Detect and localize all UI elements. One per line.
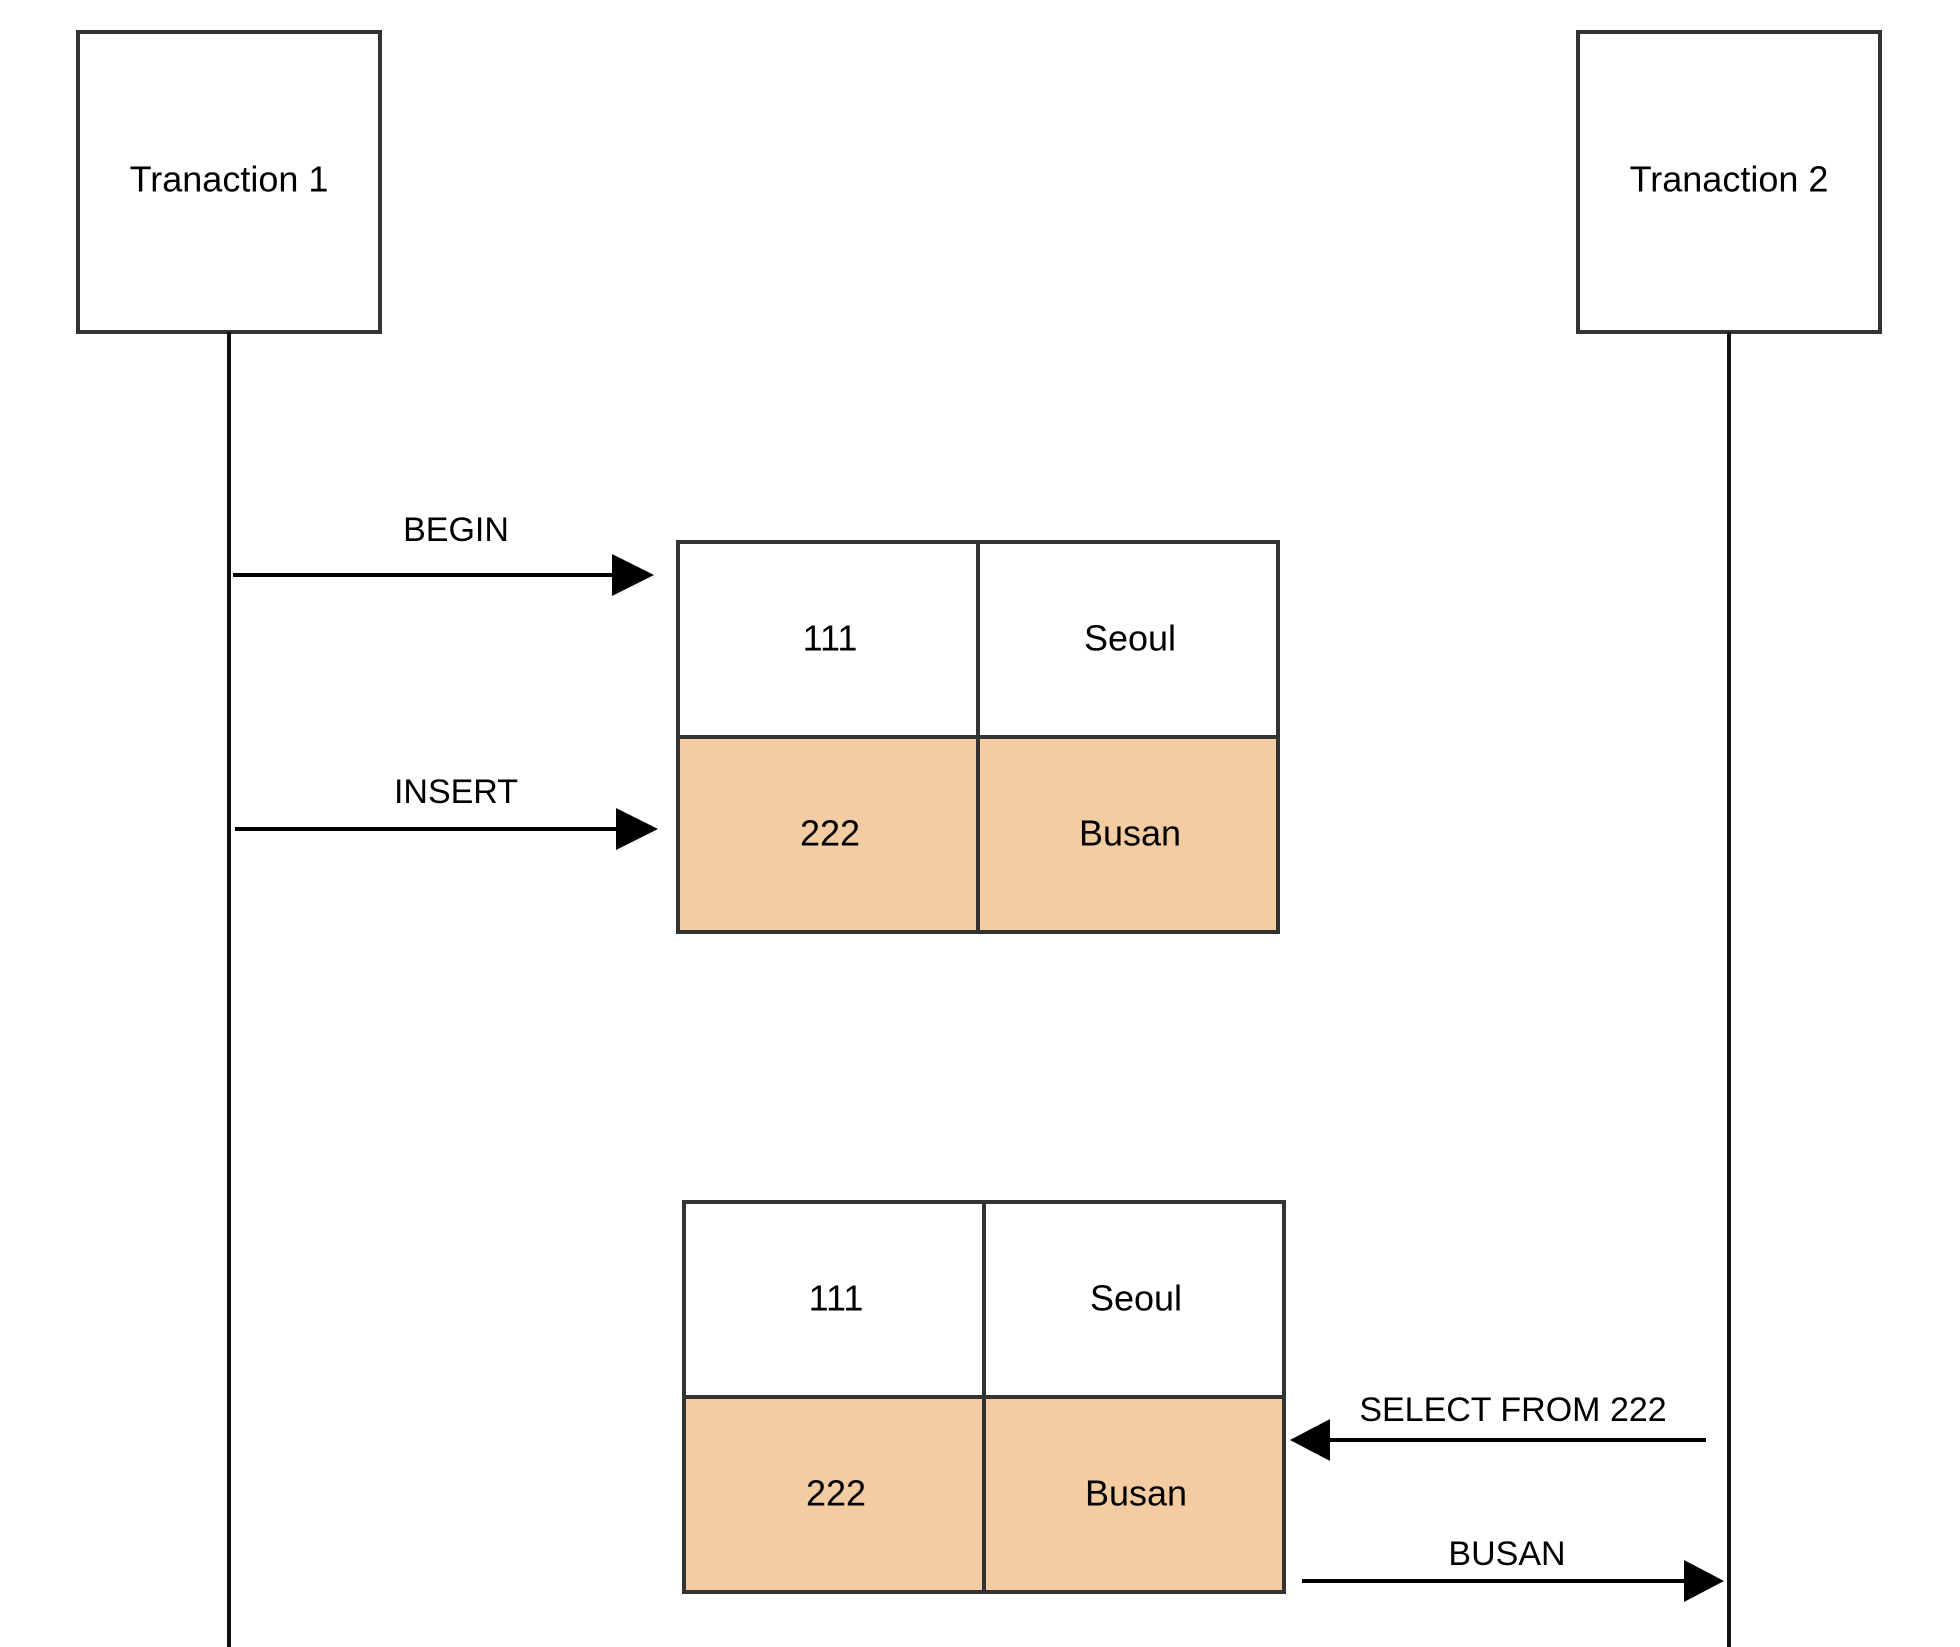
- table-1-row-2-city: Busan: [1079, 813, 1181, 854]
- message-insert: INSERT: [235, 773, 658, 850]
- select-label: SELECT FROM 222: [1359, 1391, 1666, 1429]
- actor-box-left: [76, 30, 382, 334]
- table-1-row-1-id-cell: [676, 540, 980, 739]
- insert-arrow-head: [616, 808, 658, 850]
- result-arrow-head: [1684, 1560, 1724, 1602]
- result-label: BUSAN: [1448, 1535, 1565, 1573]
- message-select: SELECT FROM 222: [1290, 1391, 1706, 1461]
- actor-transaction-1: Tranaction 1: [76, 30, 382, 334]
- table-1-row-1-id: 111: [803, 618, 858, 659]
- message-result: BUSAN: [1302, 1535, 1724, 1602]
- actor-transaction-2: Tranaction 2: [1576, 30, 1882, 334]
- begin-arrow-head: [612, 554, 654, 596]
- table-1-row-2-city-cell: [976, 735, 1280, 934]
- data-table-1: 111 Seoul 222 Busan: [676, 540, 1280, 934]
- table-2-row-2-city: Busan: [1085, 1473, 1187, 1514]
- table-2-row-1-id: 111: [809, 1278, 864, 1319]
- insert-label: INSERT: [394, 773, 518, 811]
- data-table-2: 111 Seoul 222 Busan: [682, 1200, 1286, 1594]
- actor-label-left: Tranaction 1: [130, 159, 329, 200]
- message-begin: BEGIN: [233, 511, 654, 596]
- actor-box-right: [1576, 30, 1882, 334]
- table-1-row-2-id: 222: [800, 813, 860, 854]
- select-arrow-head: [1290, 1419, 1330, 1461]
- table-2-row-2-id-cell: [682, 1395, 986, 1594]
- table-1-row-1-city: Seoul: [1084, 618, 1176, 659]
- table-2-row-2-city-cell: [982, 1395, 1286, 1594]
- actor-label-right: Tranaction 2: [1630, 159, 1829, 200]
- table-2-row-1-city: Seoul: [1090, 1278, 1182, 1319]
- table-2-row-2-id: 222: [806, 1473, 866, 1514]
- table-2-row-1-id-cell: [682, 1200, 986, 1399]
- table-1-row-1-city-cell: [976, 540, 1280, 739]
- begin-label: BEGIN: [403, 511, 509, 549]
